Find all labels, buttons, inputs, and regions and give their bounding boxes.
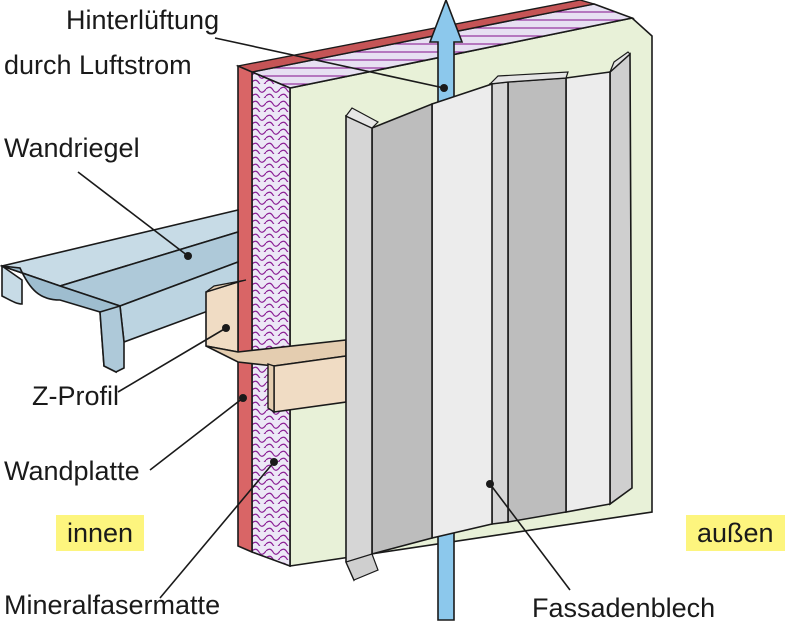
mineralfasermatte xyxy=(251,70,291,568)
label-wandriegel: Wandriegel xyxy=(4,133,140,163)
label-mineralfasermatte: Mineralfasermatte xyxy=(4,590,220,620)
label-fassadenblech: Fassadenblech xyxy=(532,593,715,623)
tag-aussen: außen xyxy=(686,515,785,551)
leader-lines xyxy=(77,37,571,599)
label-wandplatte: Wandplatte xyxy=(4,456,140,486)
wandriegel xyxy=(0,208,239,374)
label-z-profil: Z-Profil xyxy=(32,381,119,411)
z-profil xyxy=(205,279,347,414)
fassadenblech xyxy=(345,51,633,582)
label-hinterlueftung-line1: Hinterlüftung xyxy=(66,5,219,35)
label-hinterlueftung-line2: durch Luftstrom xyxy=(4,50,192,80)
wandplatte xyxy=(235,0,595,554)
tag-innen: innen xyxy=(56,515,145,551)
